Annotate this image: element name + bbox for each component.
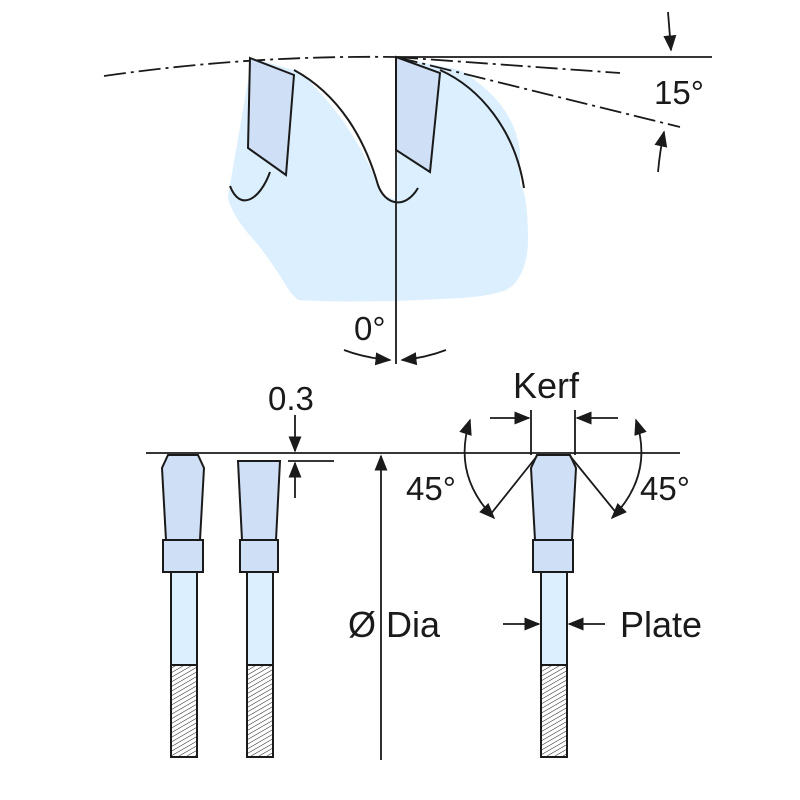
hook-angle-label: 15° (654, 74, 704, 111)
plate-label: Plate (620, 604, 703, 645)
hook-arrow-bottom (654, 130, 668, 173)
right-tooth-back (439, 69, 525, 189)
tooth-geometry-view (103, 11, 712, 366)
tooth-profile-view (146, 410, 680, 760)
blade-body (228, 58, 528, 302)
tangent-line (395, 56, 621, 74)
bevel-line-right (569, 455, 619, 516)
hook-arrow-top (663, 11, 677, 52)
clearance-angle-label: 0° (354, 310, 386, 347)
bevel-right-label: 45° (640, 470, 690, 507)
hook-angle-line (395, 56, 681, 128)
left-tooth-tip (246, 56, 296, 177)
center-gullet (293, 69, 419, 204)
tooth-profile-1 (160, 454, 206, 758)
kerf-label: Kerf (513, 365, 580, 406)
tooth-profile-2 (236, 460, 282, 758)
bevel-left-label: 45° (406, 470, 456, 507)
tooth-offset-label: 0.3 (268, 380, 314, 417)
bevel-line-left (489, 455, 538, 516)
clearance-arrow-right (400, 349, 447, 366)
tooth-profile-3 (529, 454, 578, 758)
left-gullet (229, 171, 271, 202)
clearance-arrow-left (343, 349, 392, 366)
bevel-arc-right (610, 418, 647, 520)
diameter-label: Ø Dia (348, 604, 441, 645)
bevel-arc-left (459, 418, 496, 520)
